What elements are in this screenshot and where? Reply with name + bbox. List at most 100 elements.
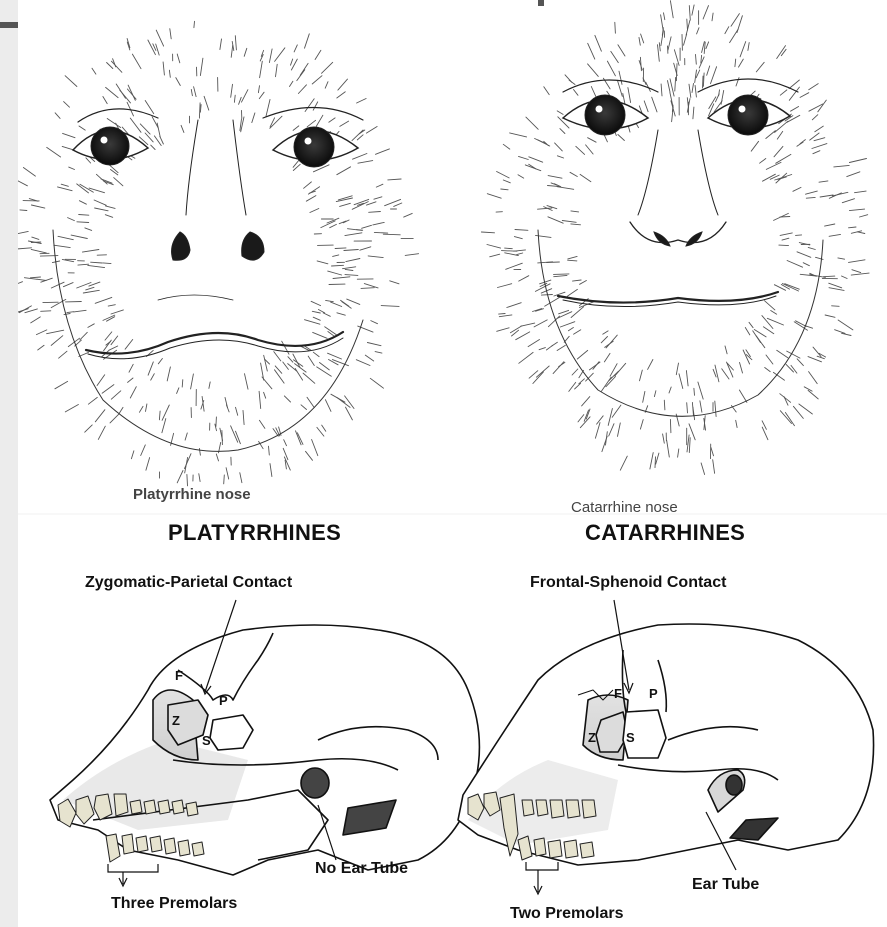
fur-stroke (670, 419, 671, 432)
left-nostril-icon (172, 232, 190, 260)
fur-stroke (676, 363, 678, 375)
fur-stroke (108, 305, 115, 306)
fur-stroke (111, 170, 118, 175)
fur-stroke (834, 165, 849, 167)
fur-stroke (103, 97, 107, 104)
fur-stroke (297, 70, 305, 81)
fur-stroke (158, 359, 162, 364)
fur-stroke (692, 83, 694, 92)
fur-stroke (85, 425, 93, 432)
fur-stroke (353, 154, 367, 160)
left-eye-icon (585, 95, 625, 135)
fur-stroke (800, 93, 809, 98)
fur-stroke (85, 228, 92, 231)
fur-stroke (571, 307, 584, 318)
fur-stroke (739, 59, 744, 67)
fur-stroke (582, 397, 590, 406)
fur-stroke (104, 340, 112, 351)
fur-stroke (204, 96, 209, 110)
fur-stroke (519, 352, 533, 363)
fur-stroke (130, 118, 141, 132)
fur-stroke (791, 365, 797, 373)
fur-stroke (668, 81, 671, 93)
fur-stroke (812, 144, 827, 149)
fur-stroke (855, 191, 867, 193)
fur-stroke (187, 475, 188, 486)
illustration-canvas: Platyrrhine nose Ca (18, 0, 887, 927)
fur-stroke (194, 21, 195, 27)
fur-stroke (745, 328, 750, 335)
fur-stroke (331, 394, 345, 402)
fur-stroke (65, 76, 77, 87)
fur-stroke (689, 6, 690, 21)
mouth-line (558, 292, 778, 303)
fur-stroke (498, 284, 512, 288)
catarrhine-nose-caption: Catarrhine nose (571, 499, 678, 516)
catarrhines-heading: CATARRHINES (585, 520, 745, 546)
fur-stroke (18, 180, 27, 186)
fur-stroke (20, 210, 27, 211)
fur-stroke (518, 175, 524, 178)
fur-stroke (200, 58, 203, 75)
fur-stroke (185, 457, 188, 473)
fur-stroke (604, 353, 610, 362)
fur-stroke (86, 287, 94, 290)
fur-stroke (689, 84, 691, 97)
fur-stroke (544, 87, 549, 95)
fur-stroke (231, 45, 233, 57)
fur-stroke (696, 55, 697, 65)
fur-stroke (358, 161, 373, 164)
fur-stroke (177, 471, 183, 483)
fur-stroke (695, 70, 697, 83)
fur-stroke (394, 203, 402, 206)
fur-stroke (303, 373, 315, 383)
fur-stroke (832, 192, 848, 196)
fur-stroke (308, 187, 319, 194)
fur-stroke (105, 332, 112, 340)
fur-stroke (130, 387, 136, 398)
fur-stroke (31, 249, 46, 253)
fur-stroke (628, 88, 631, 103)
fur-stroke (18, 282, 23, 288)
fur-stroke (103, 263, 111, 264)
fur-stroke (740, 362, 743, 373)
fur-stroke (806, 191, 818, 194)
fur-stroke (703, 73, 704, 86)
fur-stroke (30, 277, 40, 278)
fur-stroke (37, 279, 46, 280)
fur-stroke (570, 172, 577, 176)
fur-stroke (713, 460, 715, 474)
fur-stroke (357, 99, 367, 104)
fur-stroke (829, 283, 842, 288)
fur-stroke (388, 179, 401, 180)
fur-stroke (557, 345, 565, 350)
fur-stroke (337, 167, 351, 175)
fur-stroke (644, 101, 648, 112)
fur-stroke (357, 230, 363, 231)
fur-stroke (259, 391, 261, 408)
fur-stroke (842, 199, 854, 203)
fur-stroke (110, 414, 119, 423)
fur-stroke (312, 76, 322, 84)
platyrrhine-skull (50, 625, 479, 875)
fur-stroke (519, 276, 529, 281)
fur-stroke (240, 473, 242, 483)
fur-stroke (338, 79, 348, 90)
fur-stroke (67, 312, 74, 313)
fur-stroke (777, 350, 788, 358)
fur-stroke (194, 87, 197, 97)
fur-stroke (92, 68, 96, 74)
fur-stroke (269, 49, 272, 63)
fur-stroke (239, 97, 242, 104)
fur-stroke (307, 397, 314, 407)
fur-stroke (675, 78, 676, 92)
fur-stroke (345, 269, 353, 270)
ear-tube-label: Ear Tube (692, 876, 759, 894)
fur-stroke (341, 300, 349, 306)
fur-stroke (655, 457, 656, 468)
fur-stroke (713, 369, 716, 377)
fur-stroke (80, 332, 88, 340)
fur-stroke (842, 333, 851, 335)
fur-stroke (77, 283, 91, 289)
fur-stroke (652, 97, 657, 112)
